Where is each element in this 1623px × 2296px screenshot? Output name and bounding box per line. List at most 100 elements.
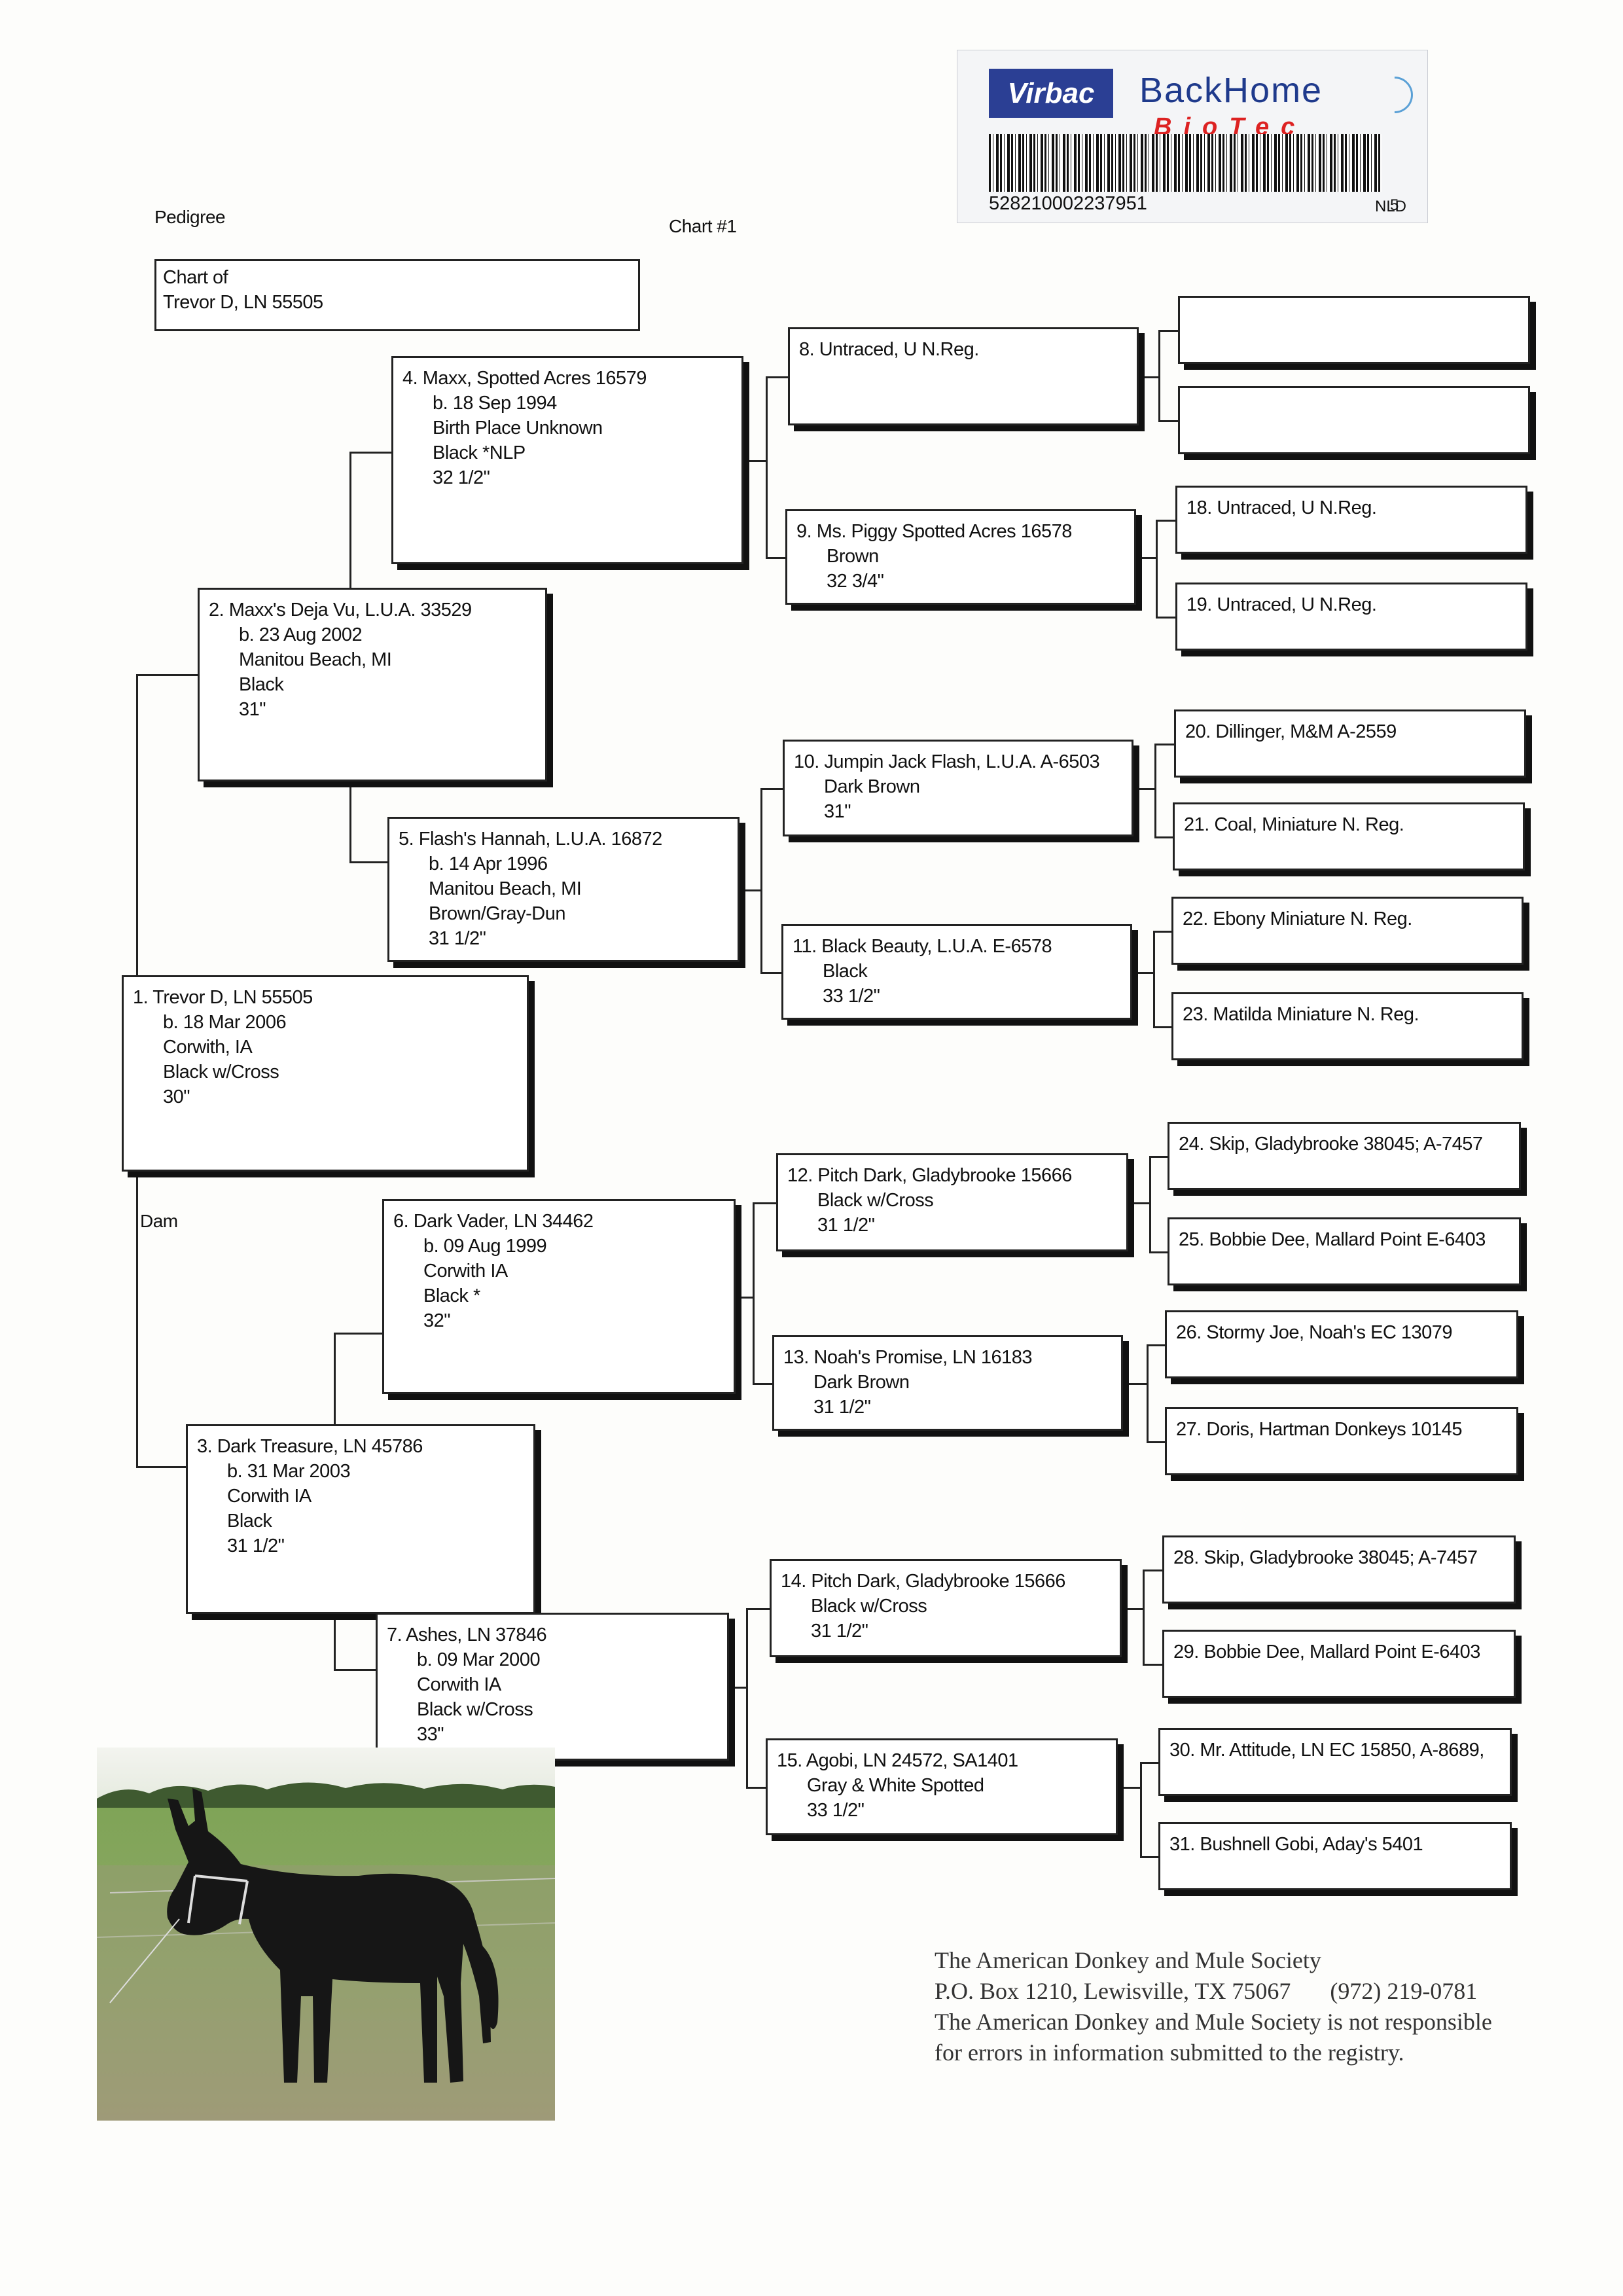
animal-name: 27. Doris, Hartman Donkeys 10145 [1176, 1417, 1507, 1442]
bracket-line [1143, 1570, 1164, 1571]
animal-detail: Black w/Cross [133, 1060, 518, 1085]
bracket-line [766, 376, 790, 378]
animal-detail: b. 09 Aug 1999 [393, 1234, 724, 1259]
bracket-line [1128, 1202, 1151, 1204]
animal-name: 26. Stormy Joe, Noah's EC 13079 [1176, 1320, 1507, 1345]
animal-detail: 31 1/2" [787, 1213, 1117, 1238]
bracket-line [1156, 520, 1158, 619]
microchip-sticker: Virbac BackHome BioTec 528210002237951 N… [957, 50, 1428, 223]
animal-detail: b. 18 Sep 1994 [402, 391, 732, 416]
animal-box-19: 19. Untraced, U N.Reg. [1175, 583, 1527, 651]
animal-name: 14. Pitch Dark, Gladybrooke 15666 [781, 1569, 1111, 1594]
animal-box-22: 22. Ebony Miniature N. Reg. [1171, 897, 1524, 965]
animal-box-24: 24. Skip, Gladybrooke 38045; A-7457 [1168, 1122, 1521, 1190]
animal-detail: b. 18 Mar 2006 [133, 1010, 518, 1035]
bracket-line [334, 1669, 378, 1671]
animal-box-8: 8. Untraced, U N.Reg. [788, 327, 1139, 425]
animal-detail: 33 1/2" [793, 984, 1121, 1009]
bracket-line [1147, 1441, 1167, 1443]
animal-box-10: 10. Jumpin Jack Flash, L.U.A. A-6503Dark… [783, 740, 1133, 836]
animal-name: 8. Untraced, U N.Reg. [799, 337, 1128, 362]
bracket-line [1149, 1156, 1169, 1158]
dam-label: Dam [140, 1211, 178, 1232]
society-address: P.O. Box 1210, Lewisville, TX 75067 [935, 1978, 1291, 2004]
animal-detail: Gray & White Spotted [777, 1773, 1107, 1798]
animal-detail: Dark Brown [783, 1370, 1112, 1395]
animal-detail: Black *NLP [402, 440, 732, 465]
bracket-line [1153, 931, 1155, 1028]
chip-number: 528210002237951 [989, 193, 1147, 215]
bracket-line [1123, 1383, 1149, 1385]
bracket-line [766, 376, 768, 559]
animal-detail: 32 1/2" [402, 465, 732, 490]
animal-detail: 33 1/2" [777, 1798, 1107, 1823]
animal-detail: Black [793, 959, 1121, 984]
animal-detail: 31 1/2" [399, 926, 728, 951]
animal-box-31: 31. Bushnell Gobi, Aday's 5401 [1158, 1822, 1512, 1890]
bracket-line [1143, 1664, 1164, 1666]
bracket-line [1156, 617, 1177, 619]
bracket-line [736, 1297, 755, 1299]
bracket-line [760, 788, 762, 974]
animal-box-29: 29. Bobbie Dee, Mallard Point E-6403 [1162, 1630, 1516, 1698]
animal-detail: 30" [133, 1085, 518, 1109]
animal-name: 4. Maxx, Spotted Acres 16579 [402, 366, 732, 391]
society-disclaimer-2: for errors in information submitted to t… [935, 2039, 1404, 2066]
animal-detail: 33" [387, 1722, 718, 1747]
animal-box-16 [1178, 296, 1530, 364]
society-disclaimer-1: The American Donkey and Mule Society is … [935, 2009, 1492, 2035]
bracket-line [1153, 1026, 1173, 1028]
animal-box-20: 20. Dillinger, M&M A-2559 [1174, 709, 1526, 778]
bracket-line [1156, 520, 1177, 522]
animal-detail: 31 1/2" [781, 1619, 1111, 1643]
bracket-line [1140, 1762, 1160, 1764]
animal-detail: Corwith IA [197, 1484, 524, 1509]
animal-box-28: 28. Skip, Gladybrooke 38045; A-7457 [1162, 1535, 1516, 1604]
bracket-line [1147, 1344, 1149, 1443]
animal-name: 13. Noah's Promise, LN 16183 [783, 1345, 1112, 1370]
animal-name: 12. Pitch Dark, Gladybrooke 15666 [787, 1163, 1117, 1188]
bracket-line [753, 1202, 755, 1385]
animal-name: 23. Matilda Miniature N. Reg. [1183, 1002, 1512, 1027]
bracket-line [1140, 1856, 1160, 1858]
animal-box-9: 9. Ms. Piggy Spotted Acres 16578Brown32 … [785, 509, 1136, 605]
bracket-line [1158, 420, 1180, 422]
bracket-line [1154, 744, 1176, 745]
animal-detail: b. 23 Aug 2002 [209, 622, 536, 647]
bracket-line [740, 889, 762, 891]
animal-detail: 31" [794, 799, 1122, 824]
animal-name: 3. Dark Treasure, LN 45786 [197, 1434, 524, 1459]
animal-name: 30. Mr. Attitude, LN EC 15850, A-8689, [1169, 1738, 1501, 1763]
bracket-line [1149, 1251, 1169, 1253]
animal-name: 18. Untraced, U N.Reg. [1186, 495, 1516, 520]
animal-name: 2. Maxx's Deja Vu, L.U.A. 33529 [209, 598, 536, 622]
animal-detail: Corwith, IA [133, 1035, 518, 1060]
animal-box-26: 26. Stormy Joe, Noah's EC 13079 [1165, 1310, 1518, 1378]
animal-detail: Corwith IA [387, 1672, 718, 1697]
page-number: 5 [1390, 196, 1399, 215]
animal-name: 28. Skip, Gladybrooke 38045; A-7457 [1173, 1545, 1505, 1570]
dam-line [136, 1466, 188, 1468]
bracket-line [746, 1608, 772, 1610]
chart-of-box: Chart of Trevor D, LN 55505 [154, 259, 640, 331]
bracket-line [1158, 330, 1180, 332]
animal-name: 22. Ebony Miniature N. Reg. [1183, 906, 1512, 931]
animal-name: 19. Untraced, U N.Reg. [1186, 592, 1516, 617]
society-name: The American Donkey and Mule Society [935, 1947, 1321, 1973]
animal-box-14: 14. Pitch Dark, Gladybrooke 15666Black w… [770, 1559, 1122, 1657]
animal-detail: b. 31 Mar 2003 [197, 1459, 524, 1484]
animal-detail: Manitou Beach, MI [209, 647, 536, 672]
donkey-photo-image [97, 1748, 555, 2121]
animal-box-21: 21. Coal, Miniature N. Reg. [1173, 802, 1525, 870]
bracket-line [1140, 1762, 1142, 1858]
barcode [989, 134, 1382, 192]
virbac-logo: Virbac [989, 69, 1113, 118]
animal-detail: 32" [393, 1308, 724, 1333]
animal-detail: b. 14 Apr 1996 [399, 852, 728, 876]
